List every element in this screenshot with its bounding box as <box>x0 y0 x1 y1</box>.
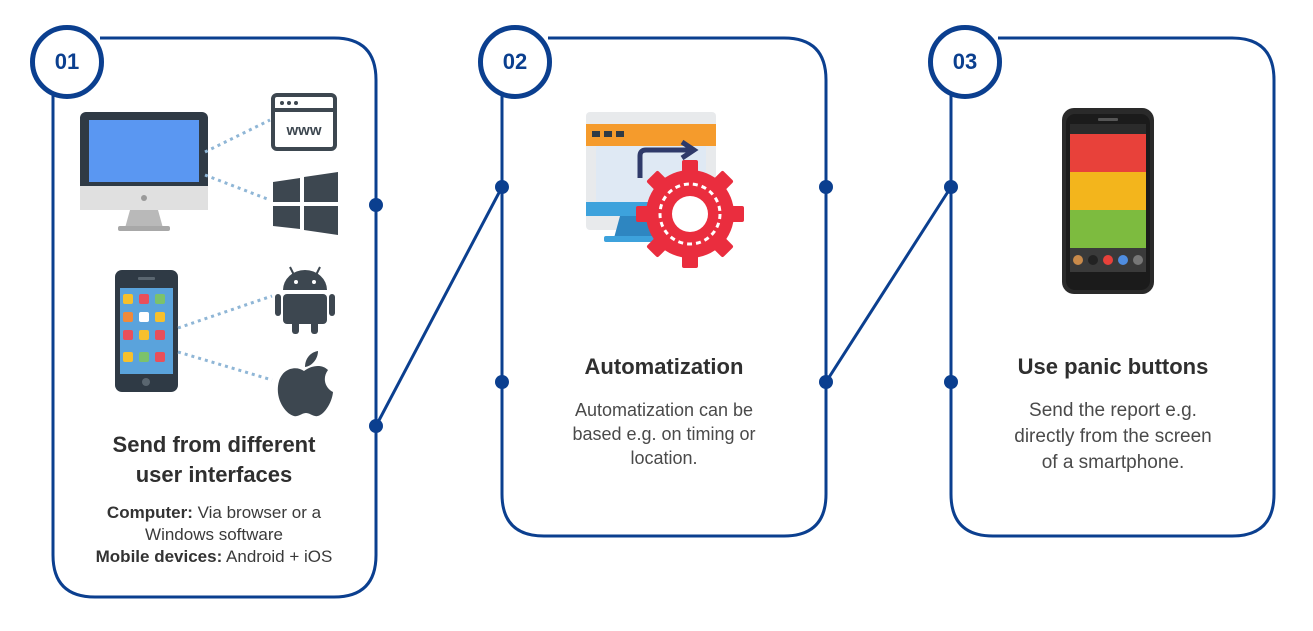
apple-logo-icon <box>277 351 333 417</box>
card-3-desc-line: directly from the screen <box>1014 426 1212 447</box>
svg-text:www: www <box>285 122 321 139</box>
card-3-desc-line: of a smartphone. <box>1041 452 1185 473</box>
card-2-desc-line: location. <box>630 448 698 468</box>
card-1-title-line1: Send from different <box>112 432 316 457</box>
card-3-text: Use panic buttons Send the report e.g. d… <box>960 352 1266 476</box>
card-1-border <box>51 36 378 599</box>
step-number: 03 <box>952 49 978 74</box>
card-3-desc-line: Send the report e.g. <box>1029 400 1197 421</box>
step-number-badge: 03 <box>928 25 1002 99</box>
connector-dot <box>495 180 509 194</box>
step-number-badge: 02 <box>478 25 552 99</box>
step-number: 01 <box>54 49 80 74</box>
card-2-text: Automatization Automatization can be bas… <box>510 352 818 470</box>
connector-dot <box>944 375 958 389</box>
card-1-title-line2: user interfaces <box>135 462 293 487</box>
card-3-title: Use panic buttons <box>1017 354 1209 379</box>
card-2-title: Automatization <box>584 354 744 379</box>
card-2-desc-line: based e.g. on timing or <box>572 424 756 444</box>
android-logo-icon <box>275 266 335 334</box>
connector-dot <box>369 198 383 212</box>
card-1-text: Send from different user interfaces Comp… <box>58 430 370 568</box>
connector-1-2 <box>374 186 504 427</box>
step-number-badge: 01 <box>30 25 104 99</box>
connector-dot <box>369 419 383 433</box>
card-1-detail: Computer: Via browser or a <box>106 503 322 522</box>
card-2-desc-line: Automatization can be <box>574 400 754 420</box>
gear-icon <box>636 160 744 268</box>
connector-dot <box>819 180 833 194</box>
card-3-border <box>949 36 1276 538</box>
www-browser-icon: www <box>271 93 337 151</box>
card-1-detail: Mobile devices: Android + iOS <box>95 547 333 566</box>
connector-dot <box>495 375 509 389</box>
smartphone-icon <box>115 270 178 392</box>
step-number: 02 <box>502 49 528 74</box>
windows-logo-icon <box>273 172 338 235</box>
card-2-border <box>500 36 828 538</box>
connector-2-3 <box>824 186 953 383</box>
card-1-detail: Windows software <box>145 525 283 544</box>
panic-app-phone-icon <box>1062 108 1154 294</box>
desktop-computer-icon <box>80 112 208 231</box>
connector-dot <box>819 375 833 389</box>
connector-dot <box>944 180 958 194</box>
